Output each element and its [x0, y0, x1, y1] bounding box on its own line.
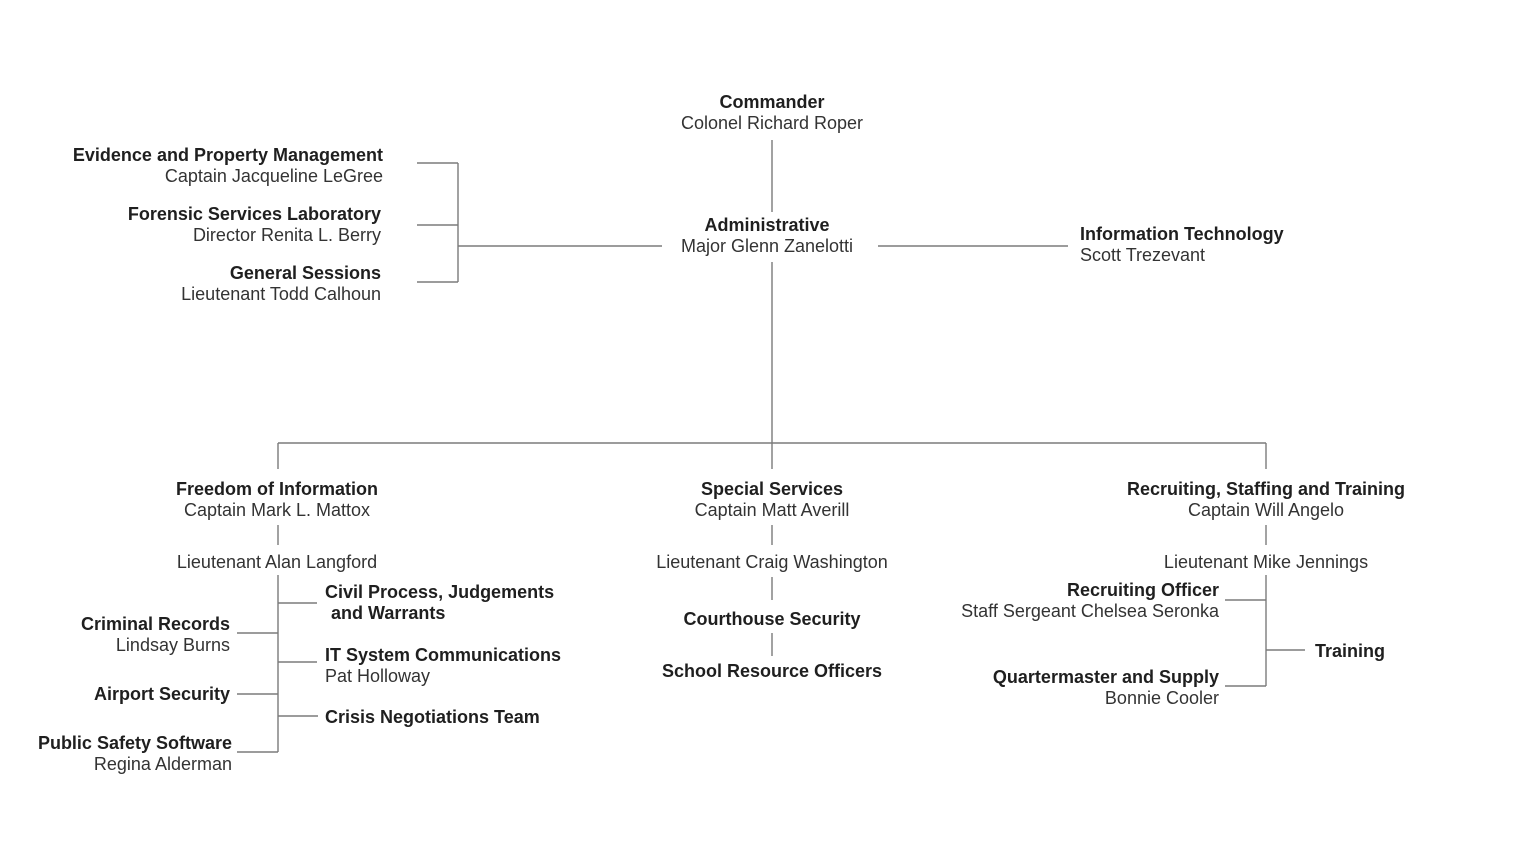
department-title: Criminal Records — [80, 614, 230, 634]
department-title: Courthouse Security — [683, 609, 861, 629]
department-title: Recruiting Officer — [1066, 580, 1219, 600]
person-name: Lieutenant Craig Washington — [656, 552, 888, 572]
node-forensic-lab: Forensic Services Laboratory Director Re… — [128, 204, 381, 246]
person-name: Lindsay Burns — [115, 635, 230, 655]
person-name: Colonel Richard Roper — [680, 113, 864, 133]
node-criminal-records: Criminal Records Lindsay Burns — [81, 614, 230, 656]
node-school-resource-officers: School Resource Officers — [662, 661, 882, 682]
department-title: Recruiting, Staffing and Training — [1126, 479, 1406, 499]
node-evidence-property: Evidence and Property Management Captain… — [73, 145, 383, 187]
person-name: Pat Holloway — [325, 666, 431, 686]
department-title: Quartermaster and Supply — [992, 667, 1219, 687]
department-title: Commander — [719, 92, 825, 112]
person-name: Major Glenn Zanelotti — [680, 236, 854, 256]
node-quartermaster-supply: Quartermaster and Supply Bonnie Cooler — [993, 667, 1219, 709]
department-title: Administrative — [704, 215, 830, 235]
person-name: Staff Sergeant Chelsea Seronka — [961, 601, 1219, 621]
node-training: Training — [1315, 641, 1385, 662]
node-ss-lieutenant: Lieutenant Craig Washington — [656, 552, 887, 573]
person-name: Scott Trezevant — [1080, 245, 1206, 265]
person-name: Director Renita L. Berry — [192, 225, 381, 245]
department-title: Forensic Services Laboratory — [127, 204, 381, 224]
node-rst-lieutenant: Lieutenant Mike Jennings — [1164, 552, 1368, 573]
node-special-services: Special Services Captain Matt Averill — [695, 479, 850, 521]
person-name: Lieutenant Mike Jennings — [1163, 552, 1369, 572]
department-title-line1: Civil Process, Judgements — [325, 582, 555, 602]
department-title: General Sessions — [229, 263, 381, 283]
node-foi-lieutenant: Lieutenant Alan Langford — [177, 552, 377, 573]
department-title: Crisis Negotiations Team — [325, 707, 540, 727]
person-name: Bonnie Cooler — [1104, 688, 1219, 708]
person-name: Captain Matt Averill — [694, 500, 850, 520]
person-name: Lieutenant Alan Langford — [176, 552, 378, 572]
person-name: Captain Will Angelo — [1187, 500, 1345, 520]
node-general-sessions: General Sessions Lieutenant Todd Calhoun — [181, 263, 381, 305]
node-public-safety-software: Public Safety Software Regina Alderman — [38, 733, 232, 775]
person-name: Lieutenant Todd Calhoun — [181, 284, 381, 304]
department-title-line2: and Warrants — [331, 603, 446, 623]
node-recruiting-staffing-training: Recruiting, Staffing and Training Captai… — [1127, 479, 1405, 521]
department-title: Training — [1315, 641, 1386, 661]
department-title: Public Safety Software — [37, 733, 232, 753]
person-name: Captain Mark L. Mattox — [183, 500, 371, 520]
node-freedom-of-information: Freedom of Information Captain Mark L. M… — [176, 479, 378, 521]
node-commander: Commander Colonel Richard Roper — [681, 92, 863, 134]
person-name: Regina Alderman — [93, 754, 232, 774]
person-name: Captain Jacqueline LeGree — [164, 166, 383, 186]
node-airport-security: Airport Security — [94, 684, 230, 705]
node-recruiting-officer: Recruiting Officer Staff Sergeant Chelse… — [961, 580, 1219, 622]
department-title: IT System Communications — [325, 645, 562, 665]
department-title: Freedom of Information — [176, 479, 378, 499]
department-title: School Resource Officers — [661, 661, 883, 681]
department-title: Airport Security — [93, 684, 230, 704]
node-civil-process: Civil Process, Judgements and Warrants — [325, 582, 554, 624]
department-title: Evidence and Property Management — [72, 145, 383, 165]
department-title: Special Services — [700, 479, 844, 499]
node-it-system-communications: IT System Communications Pat Holloway — [325, 645, 561, 687]
department-title: Information Technology — [1080, 224, 1284, 244]
node-administrative: Administrative Major Glenn Zanelotti — [681, 215, 853, 257]
node-information-technology: Information Technology Scott Trezevant — [1080, 224, 1284, 266]
node-courthouse-security: Courthouse Security — [683, 609, 860, 630]
node-crisis-negotiations-team: Crisis Negotiations Team — [325, 707, 540, 728]
